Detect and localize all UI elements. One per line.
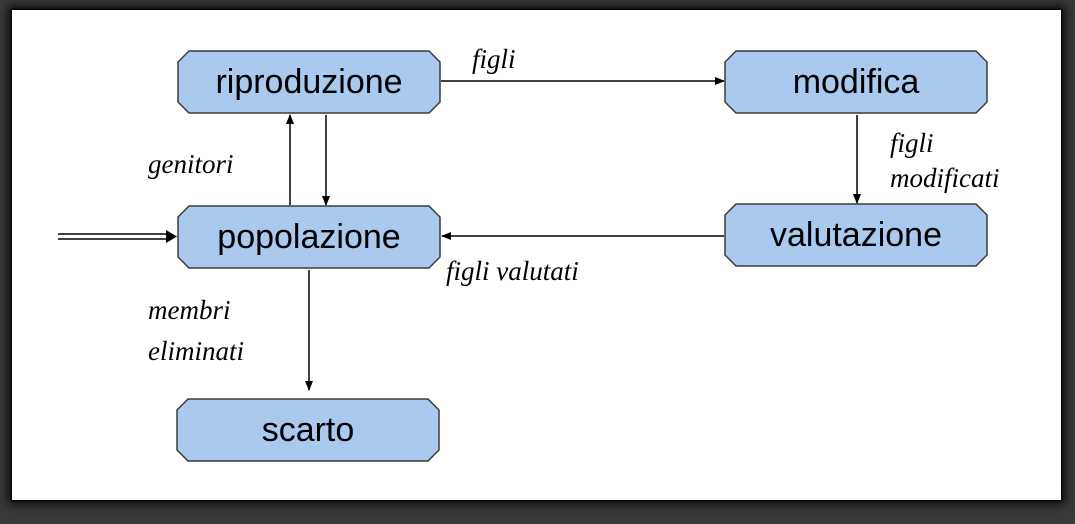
octagon-shape — [177, 205, 441, 269]
node-label: popolazione — [217, 217, 401, 256]
label-figli-modificati-line2: modificati — [890, 163, 1000, 193]
octagon-shape — [177, 50, 441, 114]
node-modifica: modifica — [724, 50, 988, 114]
label-membri-eliminati-line2: eliminati — [148, 336, 244, 366]
node-label: modifica — [792, 62, 920, 101]
node-label: riproduzione — [215, 62, 403, 101]
label-genitori: genitori — [148, 149, 234, 179]
label-membri-eliminati-line1: membri — [148, 295, 231, 325]
node-scarto: scarto — [176, 398, 440, 462]
node-label: valutazione — [769, 215, 942, 254]
node-riproduzione: riproduzione — [177, 50, 441, 114]
node-valutazione: valutazione — [724, 203, 988, 267]
label-figli: figli — [472, 44, 516, 74]
octagon-shape — [176, 398, 440, 462]
octagon-shape — [724, 203, 988, 267]
node-popolazione: popolazione — [177, 205, 441, 269]
label-figli-valutati: figli valutati — [446, 256, 579, 286]
octagon-shape — [724, 50, 988, 114]
edge-input-arrowhead — [166, 230, 177, 243]
label-figli-modificati-line1: figli — [890, 128, 934, 158]
node-label: scarto — [261, 410, 355, 449]
